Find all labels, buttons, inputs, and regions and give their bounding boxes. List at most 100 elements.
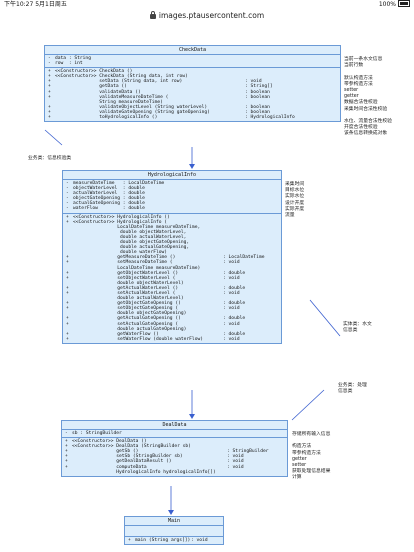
note-assoc-deal: 业务类：处理 信息类 (338, 383, 367, 395)
member-signature: getObjectGateOpening () (73, 301, 181, 307)
member-signature: double objectWaterLevel) (73, 280, 184, 286)
visibility-marker: + (65, 444, 68, 450)
return-type: : void (227, 464, 244, 470)
member-row: + setWaterFlow (double waterFlow): void (63, 337, 281, 342)
member-signature: <<Constructor>> DealData () (72, 439, 147, 445)
visibility-marker: - (66, 201, 69, 207)
member-signature: LocalDateTime measureDateTime) (73, 265, 201, 271)
member-signature: sb : StringBuilder (72, 431, 122, 436)
visibility-marker: + (66, 255, 69, 261)
visibility-marker: + (66, 219, 69, 225)
visibility-marker: - (66, 186, 69, 192)
arrowhead-icon (189, 164, 195, 169)
pointer-line-hydro (309, 299, 341, 337)
lock-icon (149, 11, 156, 19)
member-signature: double objectGateOpening) (73, 311, 187, 317)
return-type: : double (223, 270, 246, 276)
return-type: : StringBuilder (227, 449, 269, 455)
note-checkdata: 当前一条水文信息 当前行数 默认构造方法 带参构造方法 setter gette… (344, 57, 392, 137)
url-text: images.ptausercontent.com (158, 11, 265, 20)
member-row: LocalDateTime measureDateTime, (63, 225, 281, 230)
member-signature: getActualGateOpening () (73, 316, 181, 322)
member-row: + setActualWaterLevel (: void (63, 291, 281, 296)
note-dealdata: 存储所有输入信息 构造方法 带参构造方法 getter setter 获取处理信… (292, 432, 331, 481)
member-signature: double actualWaterLevel, (73, 234, 187, 240)
member-signature: validateData () (55, 89, 141, 95)
member-row: + setMeasureDateTime (: void (63, 260, 281, 265)
member-signature: getObjectWaterLevel () (73, 270, 179, 276)
pointer-line-deal (291, 389, 325, 421)
visibility-marker: + (65, 439, 68, 445)
return-type: : double (223, 301, 246, 307)
visibility-marker: + (66, 321, 69, 327)
member-row: double objectGateOpening, (63, 240, 281, 245)
visibility-marker: + (65, 449, 68, 455)
member-row: double objectGateOpening) (63, 311, 281, 316)
member-row: LocalDateTime measureDateTime) (63, 266, 281, 271)
visibility-marker: + (66, 270, 69, 276)
return-type: : String[] (245, 84, 273, 90)
arrowhead-icon (189, 414, 195, 419)
visibility-marker: - (66, 191, 69, 197)
member-row: -objectWaterLevel : double (63, 186, 281, 191)
visibility-marker: + (65, 464, 68, 470)
visibility-marker: + (66, 290, 69, 296)
class-checkdata[interactable]: CheckData -data : String-row : int +<<Co… (44, 45, 341, 123)
member-row: +main (String args[]): void (125, 538, 223, 543)
visibility-marker: + (65, 459, 68, 465)
return-type: : void (227, 454, 244, 460)
member-signature: toHydrologicalInfo () (55, 115, 158, 121)
class-hydrologicalinfo[interactable]: HydrologicalInfo -measureDateTime : Loca… (62, 170, 282, 344)
member-signature: actualWaterLevel : double (73, 191, 145, 197)
member-signature: <<Constructor>> HydrologicalInfo ( (73, 219, 168, 225)
visibility-marker: + (48, 104, 51, 110)
methods-section: + <<Constructor>> CheckData () + <<Construc… (45, 68, 340, 121)
return-type: : boolean (245, 104, 270, 110)
member-signature: actualGateOpening : double (73, 201, 145, 207)
member-row: + <<Constructor>> DealData () (62, 439, 287, 444)
member-row: double objectWaterLevel, (63, 230, 281, 235)
visibility-marker: - (66, 196, 69, 202)
address-bar[interactable]: images.ptausercontent.com (0, 10, 414, 22)
member-signature: getDealDataResult () (72, 459, 172, 465)
visibility-marker: + (66, 316, 69, 322)
return-type: : void (223, 275, 240, 281)
visibility-marker: - (48, 61, 51, 67)
member-signature: objectWaterLevel : double (73, 186, 145, 192)
member-row: + getWaterFlow (): double (63, 332, 281, 337)
member-row: -actualWaterLevel : double (63, 191, 281, 196)
member-signature: LocalDateTime measureDateTime, (73, 224, 201, 230)
class-main[interactable]: Main +main (String args[]): void (124, 516, 224, 546)
member-row: + getActualGateOpening (): double (63, 316, 281, 321)
member-signature: getData () (55, 84, 127, 90)
pointer-line-check (44, 129, 63, 146)
member-signature: getMeasureDateTime () (73, 255, 176, 261)
member-signature: double objectGateOpening, (73, 240, 190, 246)
member-row: + setActualGateOpening (: void (63, 322, 281, 327)
visibility-marker: + (65, 454, 68, 460)
visibility-marker: + (66, 331, 69, 337)
visibility-marker: + (66, 301, 69, 307)
methods-section: + <<Constructor>> HydrologicalInfo () + <<C… (63, 214, 281, 343)
class-dealdata[interactable]: DealData -sb : StringBuilder +<<Construc… (61, 420, 288, 477)
member-signature: waterFlow : double (73, 206, 145, 212)
member-signature: setWaterFlow (double waterFlow) (73, 336, 203, 342)
member-signature: setObjectWaterLevel ( (73, 275, 176, 281)
return-type: : void (227, 459, 244, 465)
return-type: : void (223, 260, 240, 266)
class-name: DealData (62, 421, 287, 430)
member-signature: setActualWaterLevel ( (73, 290, 176, 296)
attributes-section: -data : String-row : int (45, 55, 340, 69)
member-signature: <<Constructor>> CheckData () (55, 69, 133, 75)
member-row: + getMeasureDateTime (): LocalDateTime (63, 255, 281, 260)
visibility-marker: + (48, 79, 51, 85)
visibility-marker: + (66, 214, 69, 220)
member-signature: validateGateOpening (String gateOpening) (55, 109, 210, 115)
member-row: double actualGateOpening) (63, 327, 281, 332)
member-signature: double objectWaterLevel, (73, 229, 187, 235)
member-signature: String measureDateTime) (55, 99, 163, 105)
member-signature: getActualWaterLevel () (73, 285, 179, 291)
member-signature: <<Constructor>> HydrologicalInfo () (73, 214, 170, 220)
member-signature: <<Constructor>> CheckData (String data, … (55, 74, 188, 80)
